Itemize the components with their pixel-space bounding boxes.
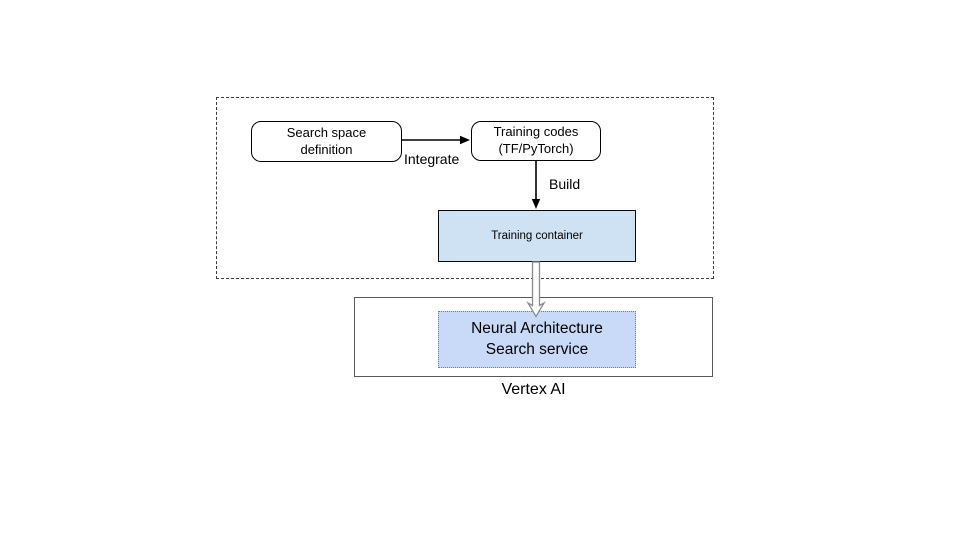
vertex-ai-group-label: Vertex AI [501,381,566,398]
edge-label-build: Build [549,176,581,192]
node-nas-service-label-line1: Neural Architecture [471,319,603,337]
node-search-space-label-line2: definition [300,141,353,157]
node-training-codes: Training codes (TF/PyTorch) [471,121,601,161]
node-training-codes-label-line2: (TF/PyTorch) [498,141,574,156]
node-nas-service-label-line2: Search service [485,340,589,358]
node-training-container-label: Training container [491,230,583,242]
node-training-codes-label-line1: Training codes [493,124,579,140]
node-training-container: Training container [438,210,636,262]
development-group-container [216,97,714,279]
edge-label-integrate: Integrate [404,151,460,167]
node-nas-service: Neural Architecture Search service [438,311,636,368]
node-search-space-definition: Search space definition [251,121,402,162]
node-search-space-label-line1: Search space [286,124,367,140]
